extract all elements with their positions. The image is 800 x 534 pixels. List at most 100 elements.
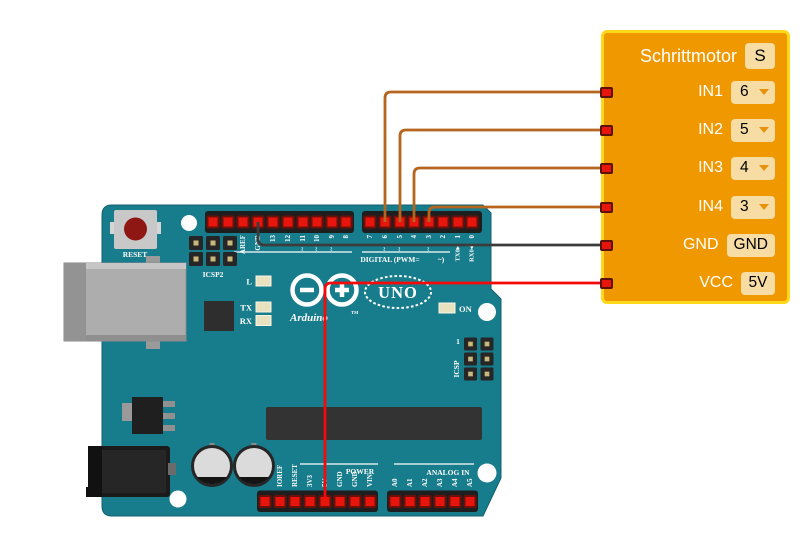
pin-dropdown-IN1[interactable]: 6 bbox=[731, 80, 775, 104]
digital-pin-aux1[interactable] bbox=[221, 215, 235, 229]
usb-interface-chip bbox=[204, 301, 234, 331]
reset-label: RESET bbox=[123, 250, 148, 259]
pin-label-A0: A0 bbox=[391, 478, 399, 487]
digital-pin-8[interactable] bbox=[339, 215, 353, 229]
digital-pin-9[interactable] bbox=[325, 215, 339, 229]
pin-label-8: 8 bbox=[342, 235, 350, 239]
arduino-logo bbox=[290, 273, 359, 307]
atmega-chip bbox=[266, 407, 482, 440]
uno-label: UNO bbox=[378, 283, 418, 302]
wire-vcc[interactable] bbox=[323, 281, 603, 499]
pin-field-GND: GND bbox=[726, 233, 775, 257]
analog-pin-A5[interactable] bbox=[463, 495, 477, 508]
pin-label-2: 2 bbox=[439, 235, 447, 239]
power-pin-GND[interactable] bbox=[333, 495, 347, 508]
pin-dropdown-IN4[interactable]: 3 bbox=[731, 195, 775, 219]
led-l bbox=[255, 275, 272, 287]
icsp-label: ICSP bbox=[452, 360, 461, 378]
block-connector-VCC[interactable] bbox=[600, 277, 613, 289]
power-pin-aux0[interactable] bbox=[258, 495, 272, 508]
arduino-uno-board: RESET DIGITAL (PWM= ~) POWER ANALOG IN L… bbox=[63, 204, 502, 517]
digital-label: DIGITAL (PWM= bbox=[360, 255, 419, 264]
pin-label-IOREF-power: IOREF bbox=[276, 465, 284, 487]
digital-pin-11[interactable] bbox=[296, 215, 310, 229]
wire-in3[interactable] bbox=[412, 166, 603, 222]
pin-header-strip bbox=[257, 490, 378, 512]
block-connector-IN3[interactable] bbox=[600, 162, 613, 174]
analog-pin-A3[interactable] bbox=[433, 495, 447, 508]
pwm-tilde-mark: ~ bbox=[328, 247, 336, 251]
pin-label-AREF: AREF bbox=[239, 235, 247, 254]
pin-field-VCC: 5V bbox=[741, 271, 775, 295]
digital-pin-1[interactable] bbox=[451, 215, 465, 229]
led-on-label: ON bbox=[459, 304, 473, 314]
wire-in4[interactable] bbox=[427, 205, 603, 222]
mounting-hole bbox=[169, 490, 187, 508]
dropdown-arrow-icon bbox=[759, 89, 769, 95]
pin-label-A4: A4 bbox=[451, 478, 459, 487]
block-connector-IN1[interactable] bbox=[600, 86, 613, 98]
wire-gnd[interactable] bbox=[256, 222, 603, 247]
led-tx-label: TX bbox=[240, 303, 253, 313]
led-rx-label: RX bbox=[240, 316, 253, 326]
dropdown-arrow-icon bbox=[759, 127, 769, 133]
digital-pin-0[interactable] bbox=[465, 215, 479, 229]
power-label: POWER bbox=[346, 467, 375, 476]
arduino-brand-label: Arduino bbox=[289, 312, 328, 324]
digital-pin-2[interactable] bbox=[436, 215, 450, 229]
power-pin-3V3[interactable] bbox=[303, 495, 317, 508]
icsp2-pin-contact bbox=[227, 240, 233, 246]
icsp-pin-contact bbox=[468, 371, 473, 377]
digital-pin-10[interactable] bbox=[310, 215, 324, 229]
block-connector-IN2[interactable] bbox=[600, 124, 613, 136]
analog-pin-A1[interactable] bbox=[403, 495, 417, 508]
analog-pin-A2[interactable] bbox=[418, 495, 432, 508]
led-rx bbox=[255, 315, 272, 326]
analog-pin-A4[interactable] bbox=[448, 495, 462, 508]
block-name-badge[interactable]: S bbox=[745, 43, 775, 69]
power-pin-IOREF[interactable] bbox=[273, 495, 287, 508]
digital-pin-13[interactable] bbox=[266, 215, 280, 229]
wire-in1[interactable] bbox=[383, 90, 603, 222]
pwm-tilde-mark: ~ bbox=[299, 247, 307, 251]
pin-dropdown-IN2[interactable]: 5 bbox=[731, 118, 775, 142]
digital-pin-aux0[interactable] bbox=[206, 215, 220, 229]
power-jack bbox=[86, 446, 176, 497]
pin-label-5: 5 bbox=[396, 235, 404, 239]
power-pin-RESET[interactable] bbox=[288, 495, 302, 508]
pin-label-11: 11 bbox=[299, 235, 307, 242]
icsp2-pin-contact bbox=[210, 256, 216, 262]
pin-label-9: 9 bbox=[328, 235, 336, 239]
analog-pin-A0[interactable] bbox=[388, 495, 402, 508]
pwm-tilde-mark: ~ bbox=[425, 247, 433, 251]
field-value: 5 bbox=[740, 121, 749, 138]
digital-pin-12[interactable] bbox=[281, 215, 295, 229]
block-connector-GND[interactable] bbox=[600, 239, 613, 251]
field-value: 3 bbox=[740, 198, 749, 215]
wire-in2[interactable] bbox=[398, 128, 603, 222]
block-row-IN4: IN4 3 bbox=[698, 195, 775, 219]
power-pin-GND[interactable] bbox=[348, 495, 362, 508]
field-value: 4 bbox=[740, 159, 749, 176]
field-value: GND bbox=[733, 236, 768, 253]
pin-row-label-IN1: IN1 bbox=[698, 83, 723, 100]
icsp2-pin-contact bbox=[210, 240, 216, 246]
power-pin-VIN[interactable] bbox=[363, 495, 377, 508]
icsp-pin-contact bbox=[484, 356, 490, 362]
reset-button[interactable] bbox=[110, 210, 161, 249]
icsp-pin-contact bbox=[468, 341, 473, 347]
pin-row-label-IN4: IN4 bbox=[698, 198, 723, 215]
pin-label-0: 0 bbox=[468, 235, 476, 239]
pin-dropdown-IN3[interactable]: 4 bbox=[731, 156, 775, 180]
capacitor bbox=[191, 443, 233, 487]
icsp-pin-contact bbox=[468, 356, 473, 362]
block-connector-IN4[interactable] bbox=[600, 201, 613, 213]
capacitor bbox=[233, 443, 275, 487]
digital-pin-7[interactable] bbox=[363, 215, 377, 229]
digital-pin-AREF[interactable] bbox=[236, 215, 250, 229]
pwm-tilde-mark: ~ bbox=[381, 247, 389, 251]
icsp2-pin-contact bbox=[193, 240, 199, 246]
